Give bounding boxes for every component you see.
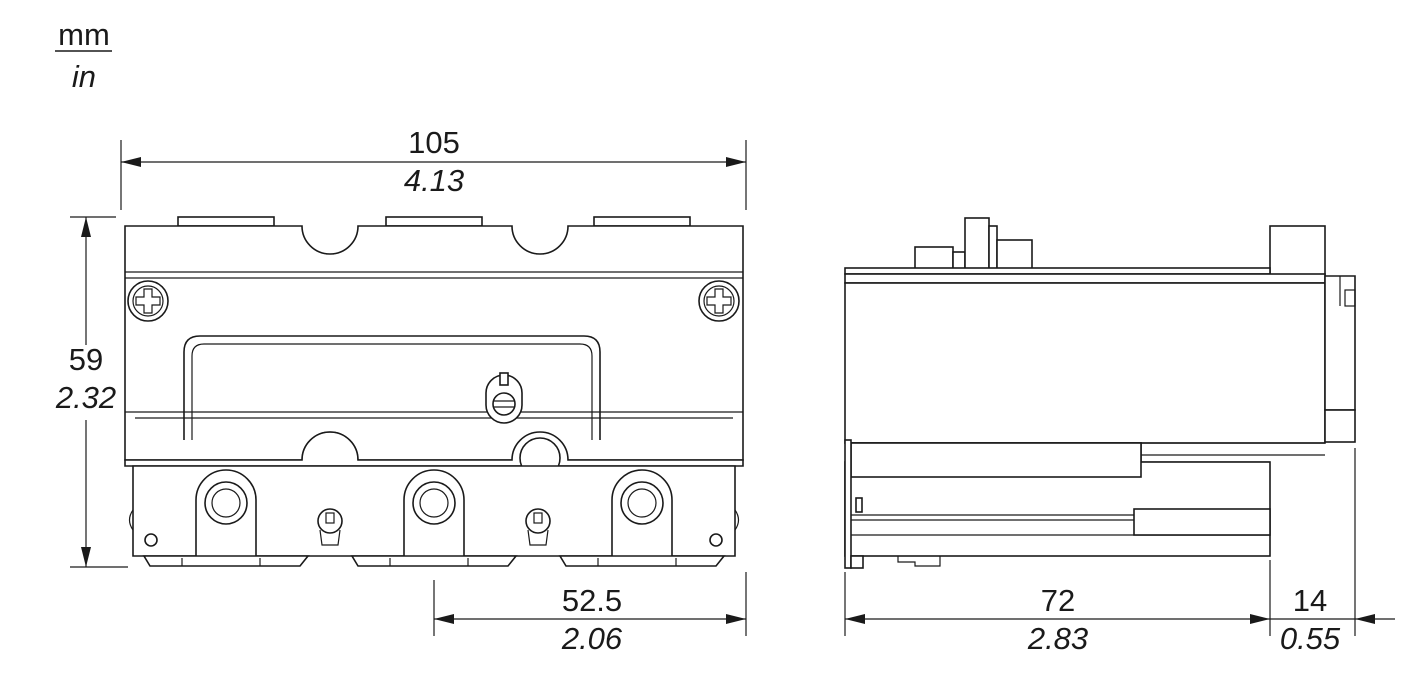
top-terminal-tab-1: [177, 216, 275, 227]
top-terminal-tab-2: [385, 216, 483, 227]
width-in-value: 4.13: [404, 163, 464, 198]
dim-body-depth: 72 2.83: [844, 560, 1271, 656]
unit-in-label: in: [72, 59, 96, 94]
terminal-depth-mm-value: 14: [1293, 583, 1327, 618]
unit-mm-label: mm: [58, 17, 110, 52]
front-upper-body: [124, 225, 744, 461]
dim-pole-spacing: 52.5 2.06: [433, 572, 747, 656]
terminal-3: [611, 469, 673, 556]
terminal-1: [195, 469, 257, 556]
unit-legend: mm in: [55, 17, 112, 94]
depth-in-value: 2.83: [1027, 621, 1088, 656]
height-mm-value: 59: [69, 342, 103, 377]
lug-2: [525, 508, 551, 546]
top-terminal-tab-3: [593, 216, 691, 227]
dim-overall-width: 105 4.13: [120, 125, 747, 210]
terminal-depth-in-value: 0.55: [1280, 621, 1341, 656]
spacing-in-value: 2.06: [561, 621, 623, 656]
setting-dial-icon: [485, 372, 523, 424]
lug-1: [317, 508, 343, 546]
side-view: [844, 217, 1356, 569]
dim-terminal-depth: 14 0.55: [1270, 448, 1395, 656]
terminal-2: [403, 469, 465, 556]
front-view: [124, 216, 744, 567]
dim-overall-height: 59 2.32: [55, 216, 128, 568]
setting-window: [183, 335, 601, 440]
right-screw-icon: [698, 280, 740, 322]
width-mm-value: 105: [408, 125, 460, 160]
side-main-body: [844, 282, 1326, 444]
spacing-mm-value: 52.5: [562, 583, 622, 618]
depth-mm-value: 72: [1041, 583, 1075, 618]
left-screw-icon: [127, 280, 169, 322]
height-in-value: 2.32: [55, 380, 116, 415]
